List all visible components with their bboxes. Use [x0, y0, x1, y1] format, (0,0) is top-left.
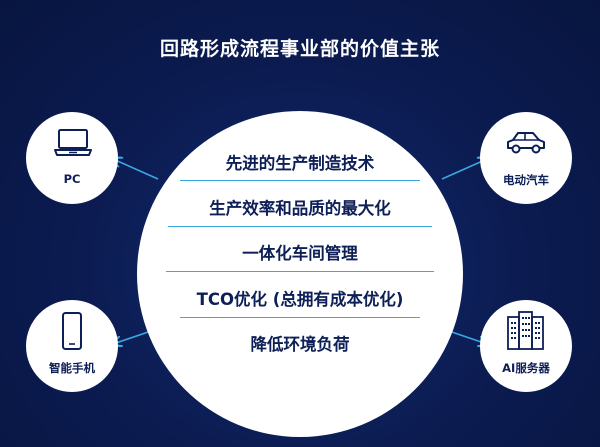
node-smartphone: 智能手机 [26, 300, 118, 392]
smartphone-icon [62, 312, 82, 350]
separator [180, 317, 420, 318]
separator [180, 180, 420, 181]
separator [166, 271, 434, 272]
node-label-ai-server: AI服务器 [502, 361, 550, 375]
value-item-tco: TCO优化 (总拥有成本优化) [196, 290, 404, 309]
value-item-environment: 降低环境负荷 [250, 335, 350, 354]
node-ev: 电动汽车 [480, 112, 572, 204]
car-icon [507, 132, 545, 154]
node-pc: PC [26, 112, 118, 204]
value-proposition-circle [137, 111, 463, 437]
arrow-to-ev [441, 159, 487, 180]
node-label-pc: PC [63, 172, 81, 186]
arrow-to-pc [113, 159, 159, 180]
node-label-ev: 电动汽车 [503, 173, 549, 187]
value-item-efficiency-quality: 生产效率和品质的最大化 [209, 199, 391, 218]
server-icon [507, 311, 544, 350]
value-item-integrated-workshop: 一体化车间管理 [242, 244, 358, 263]
diagram-title: 回路形成流程事业部的价值主张 [159, 38, 440, 60]
node-label-smartphone: 智能手机 [49, 361, 95, 375]
laptop-icon [54, 129, 92, 156]
separator [168, 226, 432, 227]
value-item-manufacturing-tech: 先进的生产制造技术 [225, 154, 375, 173]
node-ai-server: AI服务器 [480, 300, 572, 392]
